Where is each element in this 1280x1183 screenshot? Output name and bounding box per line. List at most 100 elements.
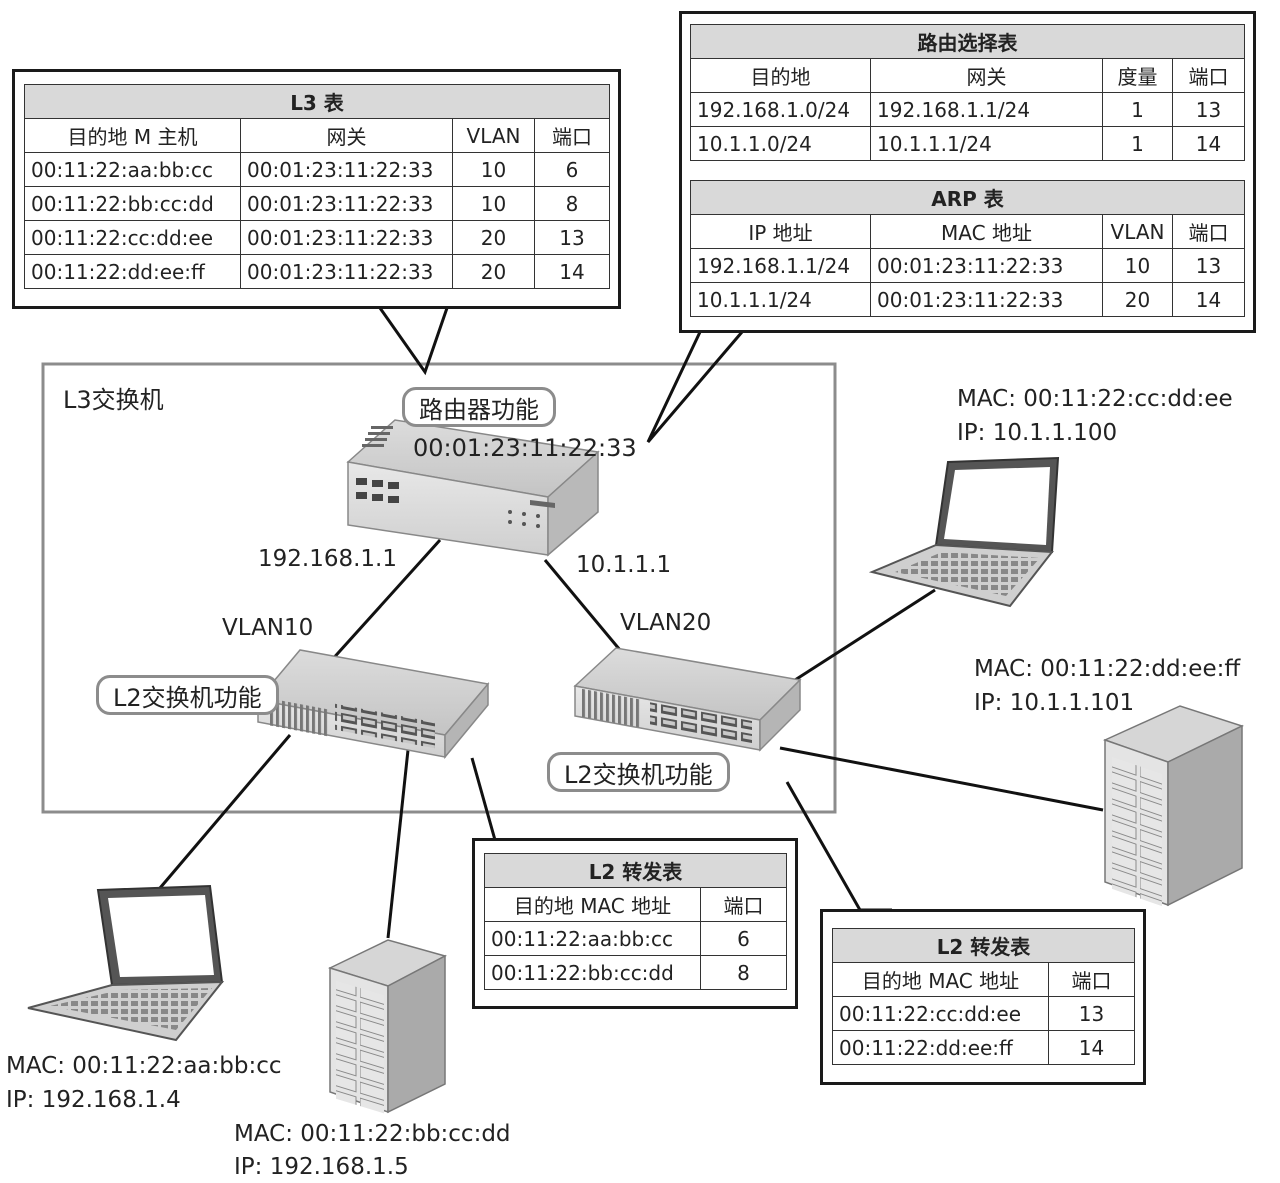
- vlan20-label: VLAN20: [620, 610, 712, 636]
- l3-table: L3 表 目的地 M 主机 网关 VLAN 端口 00:11:22:aa:bb:…: [24, 84, 610, 289]
- table-cell: 20: [1102, 282, 1173, 317]
- table-cell: 00:11:22:bb:cc:dd: [24, 186, 241, 221]
- routing-header-metric: 度量: [1102, 58, 1173, 93]
- l2-vlan10-title: L2 转发表: [484, 853, 787, 888]
- l2-function-left-bubble: L2交换机功能: [96, 675, 279, 715]
- table-cell: 00:11:22:aa:bb:cc: [484, 921, 701, 956]
- pointer-routing-arp: [646, 331, 744, 443]
- arp-table-title: ARP 表: [690, 180, 1245, 215]
- table-cell: 13: [1172, 248, 1245, 283]
- l2-vlan10-header-port: 端口: [700, 887, 787, 922]
- table-cell: 13: [534, 220, 610, 255]
- table-row: 192.168.1.1/24 00:01:23:11:22:33 10 13: [690, 248, 1245, 283]
- table-cell: 192.168.1.1/24: [870, 92, 1103, 127]
- table-cell: 20: [452, 220, 535, 255]
- table-cell: 20: [452, 254, 535, 289]
- table-cell: 00:01:23:11:22:33: [240, 220, 453, 255]
- table-cell: 00:11:22:dd:ee:ff: [24, 254, 241, 289]
- server-d-ip: IP: 10.1.1.101: [974, 690, 1135, 716]
- routing-table: 路由选择表 目的地 网关 度量 端口 192.168.1.0/24 192.16…: [690, 24, 1245, 161]
- routing-table-title: 路由选择表: [690, 24, 1245, 59]
- ip-vlan20-label: 10.1.1.1: [576, 552, 672, 578]
- pointer-l3-table: [378, 307, 449, 376]
- table-row: 00:11:22:aa:bb:cc 6: [484, 921, 787, 956]
- table-cell: 6: [534, 152, 610, 187]
- server-b-mac: MAC: 00:11:22:bb:cc:dd: [234, 1121, 511, 1147]
- table-cell: 1: [1102, 92, 1173, 127]
- laptop-a-ip: IP: 192.168.1.4: [6, 1087, 181, 1113]
- link-l2left-laptop-a: [158, 734, 292, 889]
- table-cell: 8: [700, 955, 787, 990]
- table-cell: 00:01:23:11:22:33: [870, 282, 1103, 317]
- table-cell: 6: [700, 921, 787, 956]
- l3-table-title: L3 表: [24, 84, 610, 119]
- pointer-l2-left-table: [470, 757, 527, 842]
- server-d-mac: MAC: 00:11:22:dd:ee:ff: [974, 656, 1241, 682]
- table-cell: 00:11:22:dd:ee:ff: [832, 1030, 1049, 1065]
- table-cell: 00:11:22:aa:bb:cc: [24, 152, 241, 187]
- table-row: 00:11:22:cc:dd:ee 00:01:23:11:22:33 20 1…: [24, 220, 610, 255]
- ip-vlan10-label: 192.168.1.1: [258, 546, 397, 572]
- routing-header-dest: 目的地: [690, 58, 871, 93]
- table-cell: 10: [1102, 248, 1173, 283]
- l2-switch-left-icon: [256, 649, 490, 760]
- link-router-l2-right: [543, 559, 622, 651]
- router-device-icon: [346, 419, 600, 557]
- table-row: 00:11:22:aa:bb:cc 00:01:23:11:22:33 10 6: [24, 152, 610, 187]
- table-cell: 10.1.1.0/24: [690, 126, 871, 161]
- laptop-c-icon: [868, 456, 1060, 608]
- l2-function-right-bubble: L2交换机功能: [547, 752, 730, 792]
- table-cell: 1: [1102, 126, 1173, 161]
- l3-switch-label: L3交换机: [63, 386, 164, 414]
- l2-table-vlan20: L2 转发表 目的地 MAC 地址 端口 00:11:22:cc:dd:ee 1…: [832, 928, 1135, 1065]
- table-cell: 10: [452, 186, 535, 221]
- l3-header-port: 端口: [534, 118, 610, 153]
- arp-table: ARP 表 IP 地址 MAC 地址 VLAN 端口 192.168.1.1/2…: [690, 180, 1245, 317]
- l2-vlan10-header-mac: 目的地 MAC 地址: [484, 887, 701, 922]
- table-row: 192.168.1.0/24 192.168.1.1/24 1 13: [690, 92, 1245, 127]
- table-cell: 14: [1172, 126, 1245, 161]
- server-b-icon: [327, 939, 448, 1114]
- arp-header-vlan: VLAN: [1102, 214, 1173, 249]
- router-mac-label: 00:01:23:11:22:33: [413, 434, 637, 462]
- l2-table-vlan10: L2 转发表 目的地 MAC 地址 端口 00:11:22:aa:bb:cc 6…: [484, 853, 787, 990]
- table-cell: 14: [1048, 1030, 1135, 1065]
- link-l2right-server-d: [779, 746, 1104, 812]
- routing-header-gateway: 网关: [870, 58, 1103, 93]
- laptop-a-icon: [27, 884, 225, 1042]
- server-d-icon: [1102, 705, 1245, 907]
- table-row: 10.1.1.1/24 00:01:23:11:22:33 20 14: [690, 282, 1245, 317]
- table-row: 00:11:22:dd:ee:ff 00:01:23:11:22:33 20 1…: [24, 254, 610, 289]
- l3-header-dest: 目的地 M 主机: [24, 118, 241, 153]
- arp-header-port: 端口: [1172, 214, 1245, 249]
- table-cell: 00:01:23:11:22:33: [240, 152, 453, 187]
- table-cell: 00:11:22:cc:dd:ee: [832, 996, 1049, 1031]
- link-router-l2-left: [328, 538, 442, 664]
- arp-header-mac: MAC 地址: [870, 214, 1103, 249]
- table-cell: 8: [534, 186, 610, 221]
- table-cell: 00:11:22:cc:dd:ee: [24, 220, 241, 255]
- l2-switch-right-icon: [573, 647, 802, 752]
- l3-header-vlan: VLAN: [452, 118, 535, 153]
- l2-vlan20-header-mac: 目的地 MAC 地址: [832, 962, 1049, 997]
- table-cell: 10.1.1.1/24: [870, 126, 1103, 161]
- l3-header-gateway: 网关: [240, 118, 453, 153]
- table-row: 00:11:22:cc:dd:ee 13: [832, 996, 1135, 1031]
- table-row: 00:11:22:dd:ee:ff 14: [832, 1030, 1135, 1065]
- router-function-bubble: 路由器功能: [402, 387, 556, 427]
- table-cell: 192.168.1.0/24: [690, 92, 871, 127]
- table-row: 10.1.1.0/24 10.1.1.1/24 1 14: [690, 126, 1245, 161]
- laptop-c-mac: MAC: 00:11:22:cc:dd:ee: [957, 386, 1233, 412]
- laptop-c-ip: IP: 10.1.1.100: [957, 420, 1118, 446]
- link-l2right-laptop-c: [794, 588, 936, 682]
- laptop-a-mac: MAC: 00:11:22:aa:bb:cc: [6, 1053, 282, 1079]
- routing-header-port: 端口: [1172, 58, 1245, 93]
- table-cell: 10.1.1.1/24: [690, 282, 871, 317]
- table-cell: 14: [534, 254, 610, 289]
- l2-vlan20-title: L2 转发表: [832, 928, 1135, 963]
- table-cell: 192.168.1.1/24: [690, 248, 871, 283]
- table-row: 00:11:22:bb:cc:dd 00:01:23:11:22:33 10 8: [24, 186, 610, 221]
- table-row: 00:11:22:bb:cc:dd 8: [484, 955, 787, 990]
- table-cell: 14: [1172, 282, 1245, 317]
